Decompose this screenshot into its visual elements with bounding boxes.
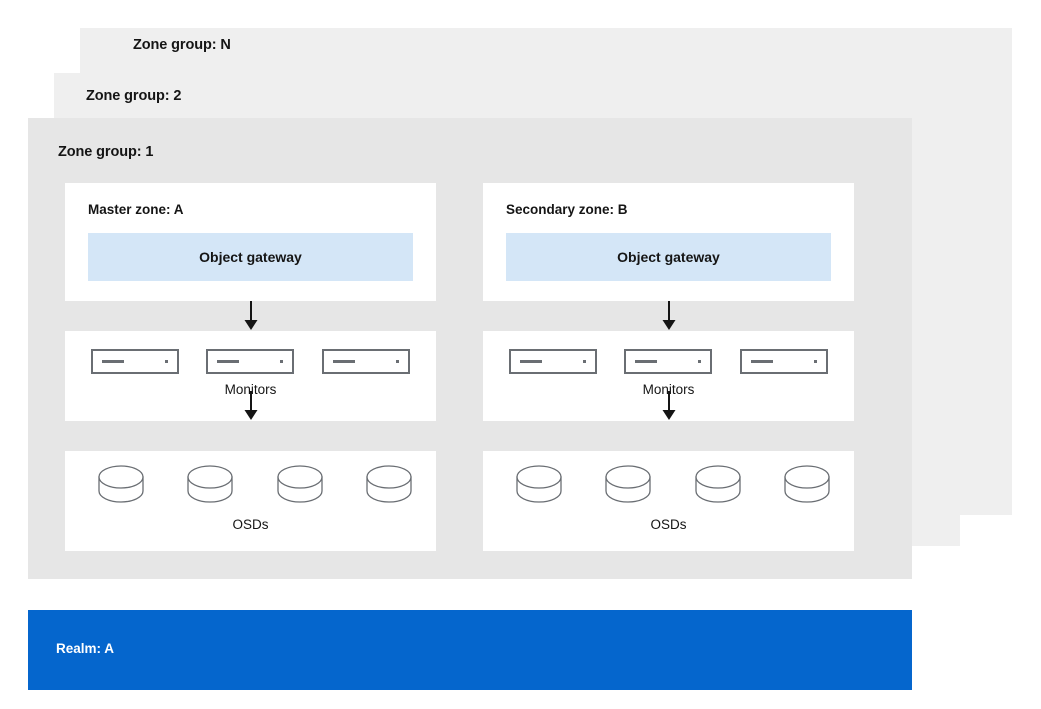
monitor-dot-icon: [396, 360, 400, 363]
osd-icons-row-master: [95, 465, 415, 505]
monitor-dot-icon: [582, 360, 586, 363]
down-arrow-icon: [244, 301, 257, 330]
monitor-dash-icon: [101, 360, 124, 363]
down-arrow-icon: [244, 391, 257, 420]
monitor-icon: [90, 349, 179, 374]
object-gateway-label-master: Object gateway: [199, 249, 302, 265]
monitor-dot-icon: [280, 360, 284, 363]
zone-label-master: Master zone: A: [88, 202, 184, 217]
realm-bar: Realm: A: [28, 610, 912, 690]
monitor-icons-row-master: [65, 349, 436, 374]
monitor-dot-icon: [698, 360, 702, 363]
zone-column-secondary: Secondary zone: B Object gateway: [483, 183, 854, 551]
down-arrow-icon: [662, 391, 675, 420]
monitors-caption-master: Monitors: [224, 382, 277, 397]
osd-disk-icon: [98, 465, 144, 503]
osd-icons-row-secondary: [513, 465, 833, 505]
arrow-gateway-to-monitors-secondary: [654, 301, 684, 331]
osd-disk-icon: [187, 465, 233, 503]
monitors-caption-secondary: Monitors: [642, 382, 695, 397]
zone-group-title-n: Zone group: N: [133, 37, 231, 53]
monitor-icon: [322, 349, 411, 374]
osds-caption-master: OSDs: [232, 517, 269, 532]
arrow-monitors-to-osds-secondary: [654, 391, 684, 421]
osd-disk-icon: [605, 465, 651, 503]
monitor-dash-icon: [635, 360, 658, 363]
monitor-icon: [740, 349, 829, 374]
monitor-dot-icon: [814, 360, 818, 363]
zone-label-secondary: Secondary zone: B: [506, 202, 628, 217]
osd-disk-icon: [366, 465, 412, 503]
zone-column-master: Master zone: A Object gateway: [65, 183, 436, 551]
object-gateway-box-secondary: Object gateway: [506, 233, 831, 281]
monitor-icons-row-secondary: [483, 349, 854, 374]
monitor-dash-icon: [519, 360, 542, 363]
monitor-dot-icon: [164, 360, 168, 363]
arrow-gateway-to-monitors-master: [236, 301, 266, 331]
monitor-icon: [508, 349, 597, 374]
zone-group-title-2: Zone group: 2: [86, 88, 182, 104]
object-gateway-box-master: Object gateway: [88, 233, 413, 281]
gateway-card-secondary: Secondary zone: B Object gateway: [483, 183, 854, 301]
monitor-dash-icon: [217, 360, 240, 363]
osd-disk-icon: [695, 465, 741, 503]
monitor-icon: [624, 349, 713, 374]
gateway-card-master: Master zone: A Object gateway: [65, 183, 436, 301]
down-arrow-icon: [662, 301, 675, 330]
osds-card-secondary: OSDs: [483, 451, 854, 551]
monitor-dash-icon: [751, 360, 774, 363]
object-gateway-label-secondary: Object gateway: [617, 249, 720, 265]
osd-disk-icon: [516, 465, 562, 503]
zone-group-title-1: Zone group: 1: [58, 144, 154, 160]
monitor-dash-icon: [333, 360, 356, 363]
osds-card-master: OSDs: [65, 451, 436, 551]
osd-disk-icon: [277, 465, 323, 503]
osds-caption-secondary: OSDs: [650, 517, 687, 532]
realm-label: Realm: A: [56, 641, 115, 656]
arrow-monitors-to-osds-master: [236, 391, 266, 421]
osd-disk-icon: [784, 465, 830, 503]
monitor-icon: [206, 349, 295, 374]
